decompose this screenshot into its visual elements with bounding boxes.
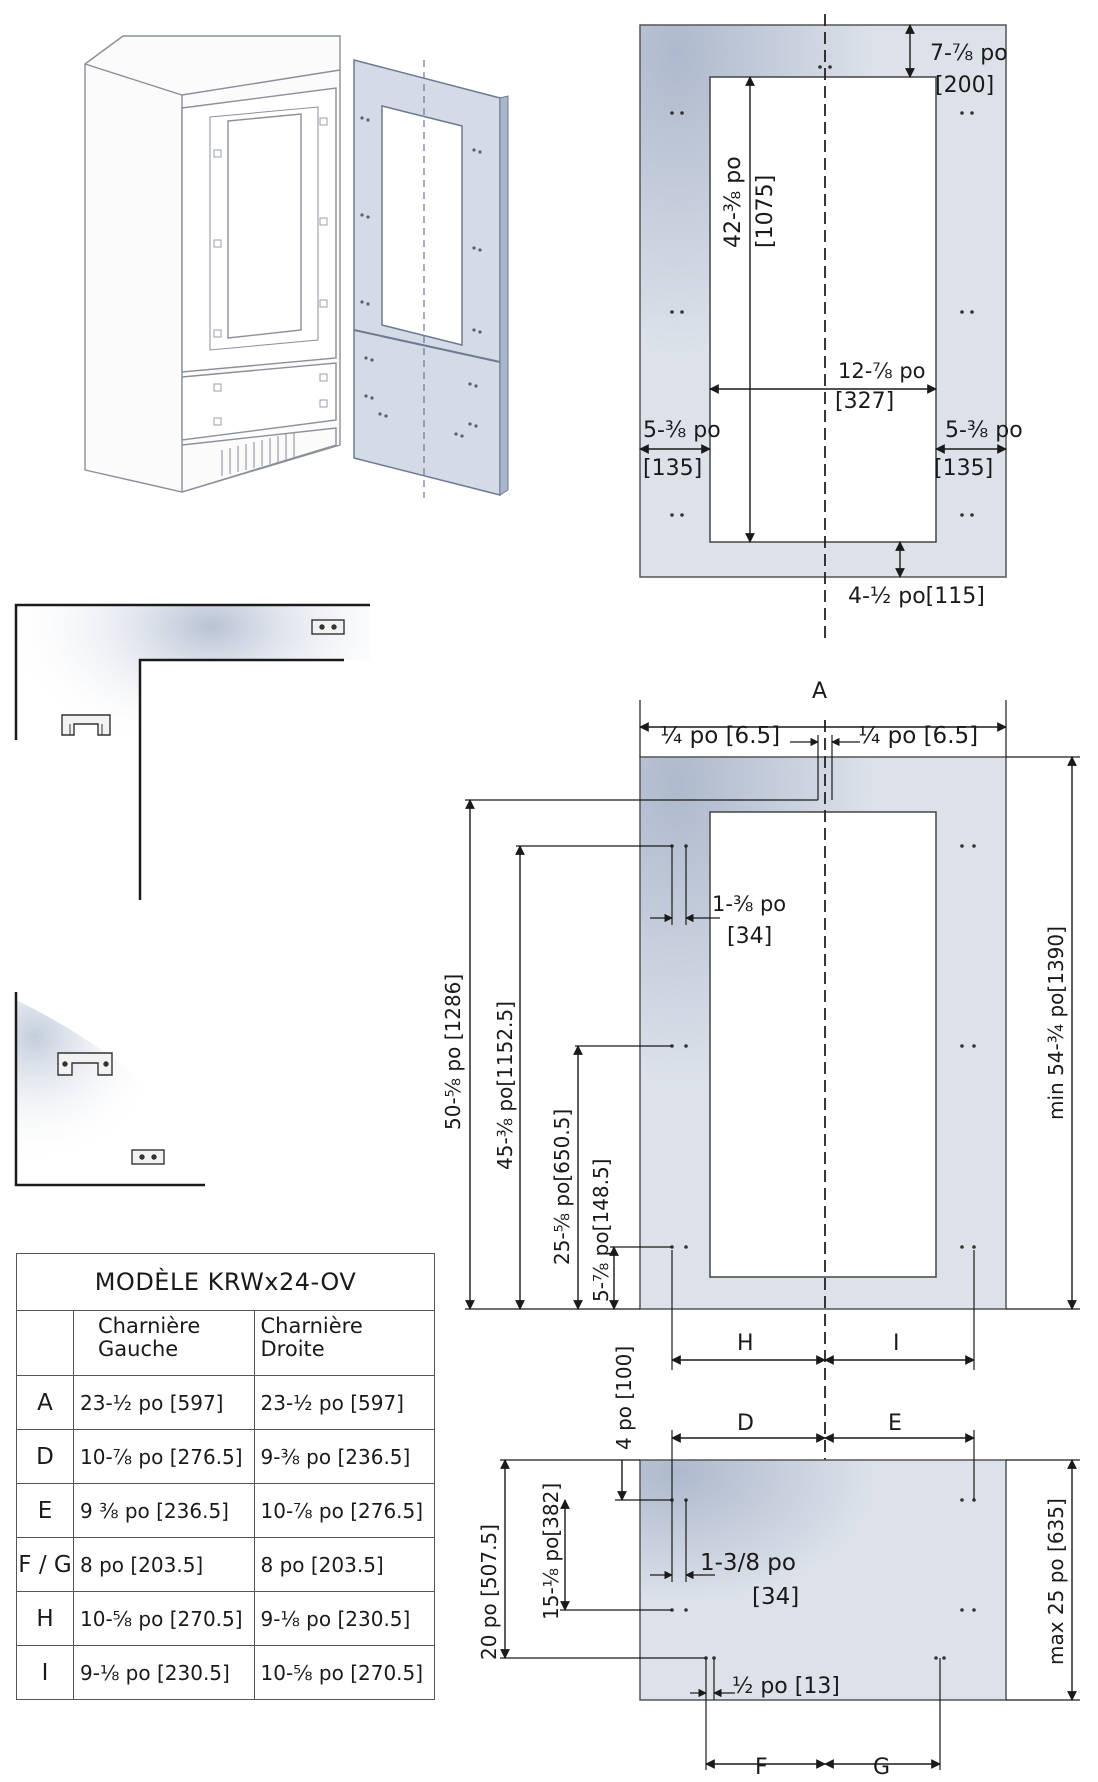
door-hinge-offset: 1-⅜ po: [712, 892, 786, 916]
hinge-bracket-icon: [61, 619, 345, 736]
upper-left-margin: 5-⅜ po: [643, 418, 721, 443]
upper-left-margin-mm: [135]: [643, 456, 702, 481]
door-gap-right: ¼ po [6.5]: [858, 723, 978, 749]
corner-detail-lower: [14, 992, 205, 1187]
door-gap-left: ¼ po [6.5]: [660, 723, 780, 749]
upper-opening-height: 42-⅜ po: [721, 156, 746, 248]
dim-i-label: I: [893, 1331, 900, 1356]
door-height-3: 25-⅝ po[650.5]: [550, 1109, 574, 1265]
door-height-4: 5-⅞ po[148.5]: [589, 1159, 613, 1302]
upper-opening-height-mm: [1075]: [753, 175, 778, 248]
door-height-2: 45-⅜ po[1152.5]: [493, 1001, 517, 1170]
upper-right-margin-mm: [135]: [934, 456, 993, 481]
dim-h-label: H: [737, 1331, 754, 1356]
drawer-height-1: 20 po [507.5]: [477, 1524, 501, 1660]
drawer-height-2: 15-⅛ po[382]: [539, 1483, 563, 1620]
door-panel-height: min 54-¾ po[1390]: [1044, 926, 1068, 1120]
upper-right-margin: 5-⅜ po: [945, 418, 1023, 443]
upper-bottom-margin: 4-½ po[115]: [848, 584, 985, 609]
table-corner-cell: [16, 1310, 74, 1376]
table-title: MODÈLE KRWx24-OV: [16, 1253, 435, 1311]
upper-opening-width-mm: [327]: [835, 389, 894, 414]
drawer-gap: ½ po [13]: [732, 1674, 840, 1699]
dim-a-label: A: [812, 679, 827, 704]
exploded-front-panels: [353, 59, 509, 498]
corner-detail-upper: [14, 603, 370, 900]
hinge-bracket-icon: [57, 1052, 165, 1165]
drawer-top-offset: 4 po [100]: [612, 1346, 636, 1450]
door-hinge-offset-mm: [34]: [727, 924, 772, 949]
dim-e-label: E: [888, 1411, 902, 1436]
table-title-row: MODÈLE KRWx24-OV: [16, 1253, 435, 1311]
upper-top-margin: 7-⅞ po: [930, 41, 1008, 66]
door-panel-diagram: A ¼ po [6.5] ¼ po [6.5] 1-⅜ po [34] 50-⅝…: [441, 679, 1080, 1460]
dim-d-label: D: [737, 1411, 754, 1436]
upper-panel-diagram: 7-⅞ po [200] 42-⅜ po [1075] 12-⅞ po [327…: [639, 14, 1023, 640]
appliance-isometric: [84, 35, 341, 493]
drawer-panel-height: max 25 po [635]: [1044, 1498, 1068, 1665]
door-height-1: 50-⅝ po [1286]: [441, 974, 465, 1130]
drawer-panel-diagram: 4 po [100] D E 20 po [507.5] 15-⅛ po[382…: [477, 1346, 1080, 1780]
dim-f-label: F: [755, 1755, 768, 1780]
drawer-hinge-offset: 1-3/8 po: [700, 1550, 796, 1576]
upper-opening-width: 12-⅞ po: [838, 359, 926, 383]
drawer-hinge-offset-mm: [34]: [752, 1584, 799, 1610]
dim-g-label: G: [873, 1755, 890, 1780]
upper-top-margin-mm: [200]: [935, 73, 994, 98]
